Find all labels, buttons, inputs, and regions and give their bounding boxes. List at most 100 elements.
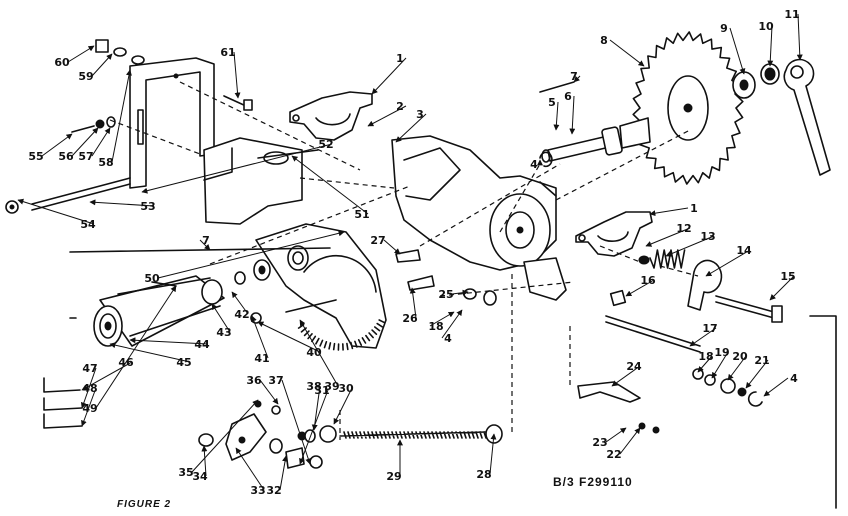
saw-blade-icon (632, 31, 744, 185)
callout-1-repeat: 1 (690, 202, 698, 215)
callout-2: 2 (396, 100, 404, 113)
set-screw-icon (638, 422, 660, 434)
leader-17 (689, 327, 717, 347)
leader-33 (235, 447, 265, 491)
leader-28 (489, 433, 497, 475)
leader-6 (569, 95, 576, 135)
blade-washer-icon (732, 71, 756, 99)
callout-50: 50 (144, 272, 160, 285)
support-rod-icon (31, 177, 131, 211)
group-bracket-lower (69, 247, 331, 319)
callout-44: 44 (194, 338, 210, 351)
callout-22: 22 (606, 448, 621, 461)
leader-58 (111, 69, 132, 163)
callout-7-repeat: 7 (202, 234, 210, 247)
leader-37 (281, 379, 312, 465)
leader-1-repeat (649, 207, 689, 217)
leader-24 (611, 365, 641, 387)
callout-11: 11 (784, 8, 799, 21)
callout-28: 28 (476, 468, 491, 481)
mounting-plate-icon (129, 57, 215, 189)
leader-26 (409, 287, 417, 319)
leader-11 (796, 13, 803, 61)
callout-26: 26 (402, 312, 418, 325)
callout-14: 14 (736, 244, 752, 257)
leader-51 (291, 155, 369, 215)
leader-23 (605, 427, 627, 443)
callout-21: 21 (754, 354, 769, 367)
leader-35 (191, 399, 259, 473)
lock-nut-icon (95, 39, 145, 65)
callout-54: 54 (80, 218, 96, 231)
callout-39: 39 (324, 380, 339, 393)
callout-60: 60 (54, 56, 70, 69)
callout-61: 61 (220, 46, 235, 59)
leader-18 (697, 355, 713, 373)
leader-54 (17, 198, 95, 225)
leader-21 (745, 359, 769, 389)
callout-52: 52 (318, 138, 333, 151)
callout-40: 40 (306, 346, 322, 359)
handle-icon (577, 381, 641, 403)
page-border (809, 315, 837, 509)
leader-30 (333, 387, 353, 425)
group-bracket-upper (539, 81, 575, 93)
callout-48: 48 (82, 382, 97, 395)
callout-7: 7 (570, 70, 578, 83)
figure-caption: FIGURE 2 (117, 499, 172, 510)
callout-46: 46 (118, 356, 134, 369)
callout-36: 36 (246, 374, 262, 387)
clamp-lever-icon (687, 259, 723, 311)
callout-30: 30 (338, 382, 354, 395)
leader-43 (211, 303, 231, 333)
callout-3: 3 (416, 108, 424, 121)
leader-53 (89, 199, 155, 207)
callout-24: 24 (626, 360, 642, 373)
threaded-rod-icon (339, 424, 503, 444)
arbor-shaft-icon (541, 117, 651, 163)
leader-27 (383, 239, 401, 255)
leader-3 (395, 113, 427, 143)
upper-bracket-icon (289, 91, 373, 141)
leader-59 (91, 53, 113, 77)
leader-7 (573, 75, 581, 83)
callout-9: 9 (720, 22, 728, 35)
screw-icon (71, 116, 116, 133)
leader-18-repeat (429, 311, 455, 327)
leader-32 (279, 455, 289, 491)
callout-19: 19 (714, 346, 729, 359)
callout-38: 38 (306, 380, 321, 393)
callout-8: 8 (600, 34, 608, 47)
leader-12 (645, 227, 691, 247)
callout-13: 13 (700, 230, 715, 243)
callout-4-repeat: 4 (790, 372, 798, 385)
callout-18-repeat: 18 (428, 320, 443, 333)
leader-8 (609, 39, 645, 67)
leader-10 (767, 25, 774, 67)
leader-16 (625, 279, 655, 297)
callout-17: 17 (702, 322, 717, 335)
callout-6: 6 (564, 90, 572, 103)
bolt-icon (223, 95, 253, 111)
leader-38 (311, 385, 321, 431)
leader-14 (705, 249, 751, 277)
callout-37: 37 (268, 374, 283, 387)
leader-41 (251, 315, 269, 359)
callout-10: 10 (758, 20, 774, 33)
spring-icon (638, 249, 686, 269)
lock-handle-icon (523, 257, 567, 301)
saddle-bracket-icon (203, 137, 319, 225)
leader-5 (553, 101, 560, 131)
lower-bracket-icon (575, 211, 653, 257)
leader-34 (201, 445, 208, 477)
leader-36 (259, 379, 279, 405)
callout-15: 15 (780, 270, 795, 283)
callout-47: 47 (82, 362, 97, 375)
leader-13 (665, 235, 715, 257)
leader-52 (141, 143, 333, 194)
callout-20: 20 (732, 350, 748, 363)
callout-49: 49 (82, 402, 97, 415)
callout-56: 56 (58, 150, 74, 163)
callout-23: 23 (592, 436, 607, 449)
